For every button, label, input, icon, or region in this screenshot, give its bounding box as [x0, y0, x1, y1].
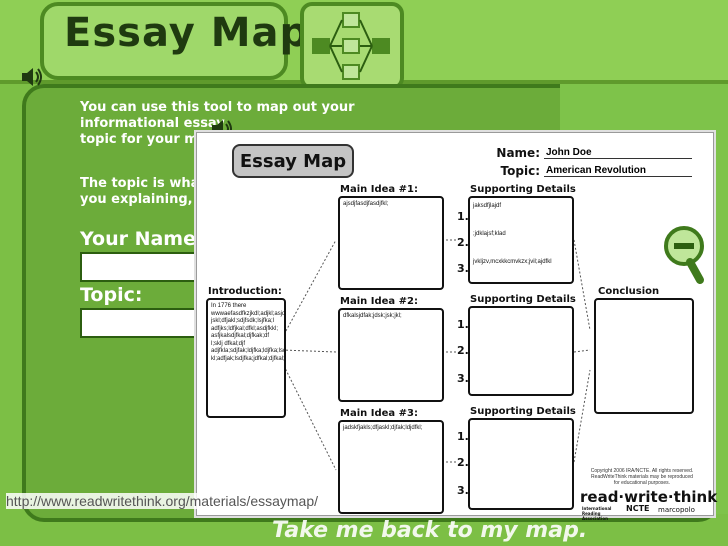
copyright-line-2: ReadWriteThink materials may be reproduc…: [591, 474, 693, 480]
copyright-notice: Copyright 2006 IRA/NCTE. All rights rese…: [582, 468, 702, 486]
detail-1-2: ;jdklajsf;klad: [473, 231, 506, 237]
worksheet-title: Essay Map: [232, 144, 354, 178]
your-name-label: Your Name:: [80, 228, 204, 250]
main-idea-3-label: Main Idea #3:: [340, 408, 418, 419]
topic-label: Topic:: [80, 284, 143, 306]
marcopolo-logo: marcopolo: [658, 506, 695, 514]
copyright-line-1: Copyright 2006 IRA/NCTE. All rights rese…: [590, 468, 694, 474]
number-1: 1.: [457, 210, 469, 223]
ncte-logo: NCTE: [626, 504, 650, 513]
source-url-caption: http://www.readwritethink.org/materials/…: [6, 493, 319, 509]
number-2: 2.: [457, 344, 469, 357]
name-label: Name:: [496, 146, 540, 160]
topic-value[interactable]: American Revolution: [544, 165, 692, 177]
introduction-label: Introduction:: [208, 286, 282, 297]
supporting-details-1-box[interactable]: jaksdfjlajdf ;jdklajsf;klad jvkljzv,mcxk…: [468, 196, 574, 284]
supporting-details-3-label: Supporting Details: [470, 406, 576, 417]
take-me-back-button[interactable]: Take me back to my map.: [272, 518, 588, 543]
readwritethink-logo: read·write·think: [580, 488, 718, 506]
speaker-icon[interactable]: [20, 66, 44, 88]
name-value[interactable]: John Doe: [544, 147, 692, 159]
number-2: 2.: [457, 236, 469, 249]
main-idea-3-box[interactable]: jadskfjakls;dfjaskl;djfak;ldjdfkl;: [338, 420, 444, 514]
detail-1-1: jaksdfjlajdf: [473, 203, 502, 209]
main-idea-2-label: Main Idea #2:: [340, 296, 418, 307]
main-idea-1-label: Main Idea #1:: [340, 184, 418, 195]
number-3: 3.: [457, 262, 469, 275]
instruction-line-3: topic for your map,: [80, 132, 221, 147]
ira-logo-text: International Reading Association: [582, 506, 612, 521]
number-3: 3.: [457, 484, 469, 497]
instruction-line-2: informational essay: [80, 116, 225, 131]
detail-1-3: jvkljzv,mcxkkcmvkzx;jvil;ajdfkl: [473, 259, 552, 265]
zoom-out-icon[interactable]: [660, 224, 710, 289]
main-idea-2-box[interactable]: dfkalsjdfak;jdsk;jsk;jkl;: [338, 308, 444, 402]
number-2: 2.: [457, 456, 469, 469]
supporting-details-2-box[interactable]: [468, 306, 574, 396]
supporting-details-1-label: Supporting Details: [470, 184, 576, 195]
conclusion-label: Conclusion: [598, 286, 660, 297]
supporting-details-3-box[interactable]: [468, 418, 574, 510]
app-title: Essay Map: [64, 10, 310, 56]
conclusion-box[interactable]: [594, 298, 694, 414]
main-idea-1-box[interactable]: ajsdjfasdjfasdjfkl;: [338, 196, 444, 290]
topic-label-sheet: Topic:: [500, 164, 540, 178]
title-plate: [40, 2, 288, 80]
supporting-details-2-label: Supporting Details: [470, 294, 576, 305]
introduction-box[interactable]: In 1776 there wwwaefasdfkzjkdl;adjkl;asj…: [206, 298, 286, 418]
number-1: 1.: [457, 430, 469, 443]
number-3: 3.: [457, 372, 469, 385]
instruction-line-4: The topic is what yo: [80, 176, 228, 191]
copyright-line-3: for educational purposes.: [613, 480, 671, 486]
instruction-line-5: you explaining, des: [80, 192, 223, 207]
instruction-line-1: You can use this tool to map out your: [80, 100, 355, 115]
number-1: 1.: [457, 318, 469, 331]
